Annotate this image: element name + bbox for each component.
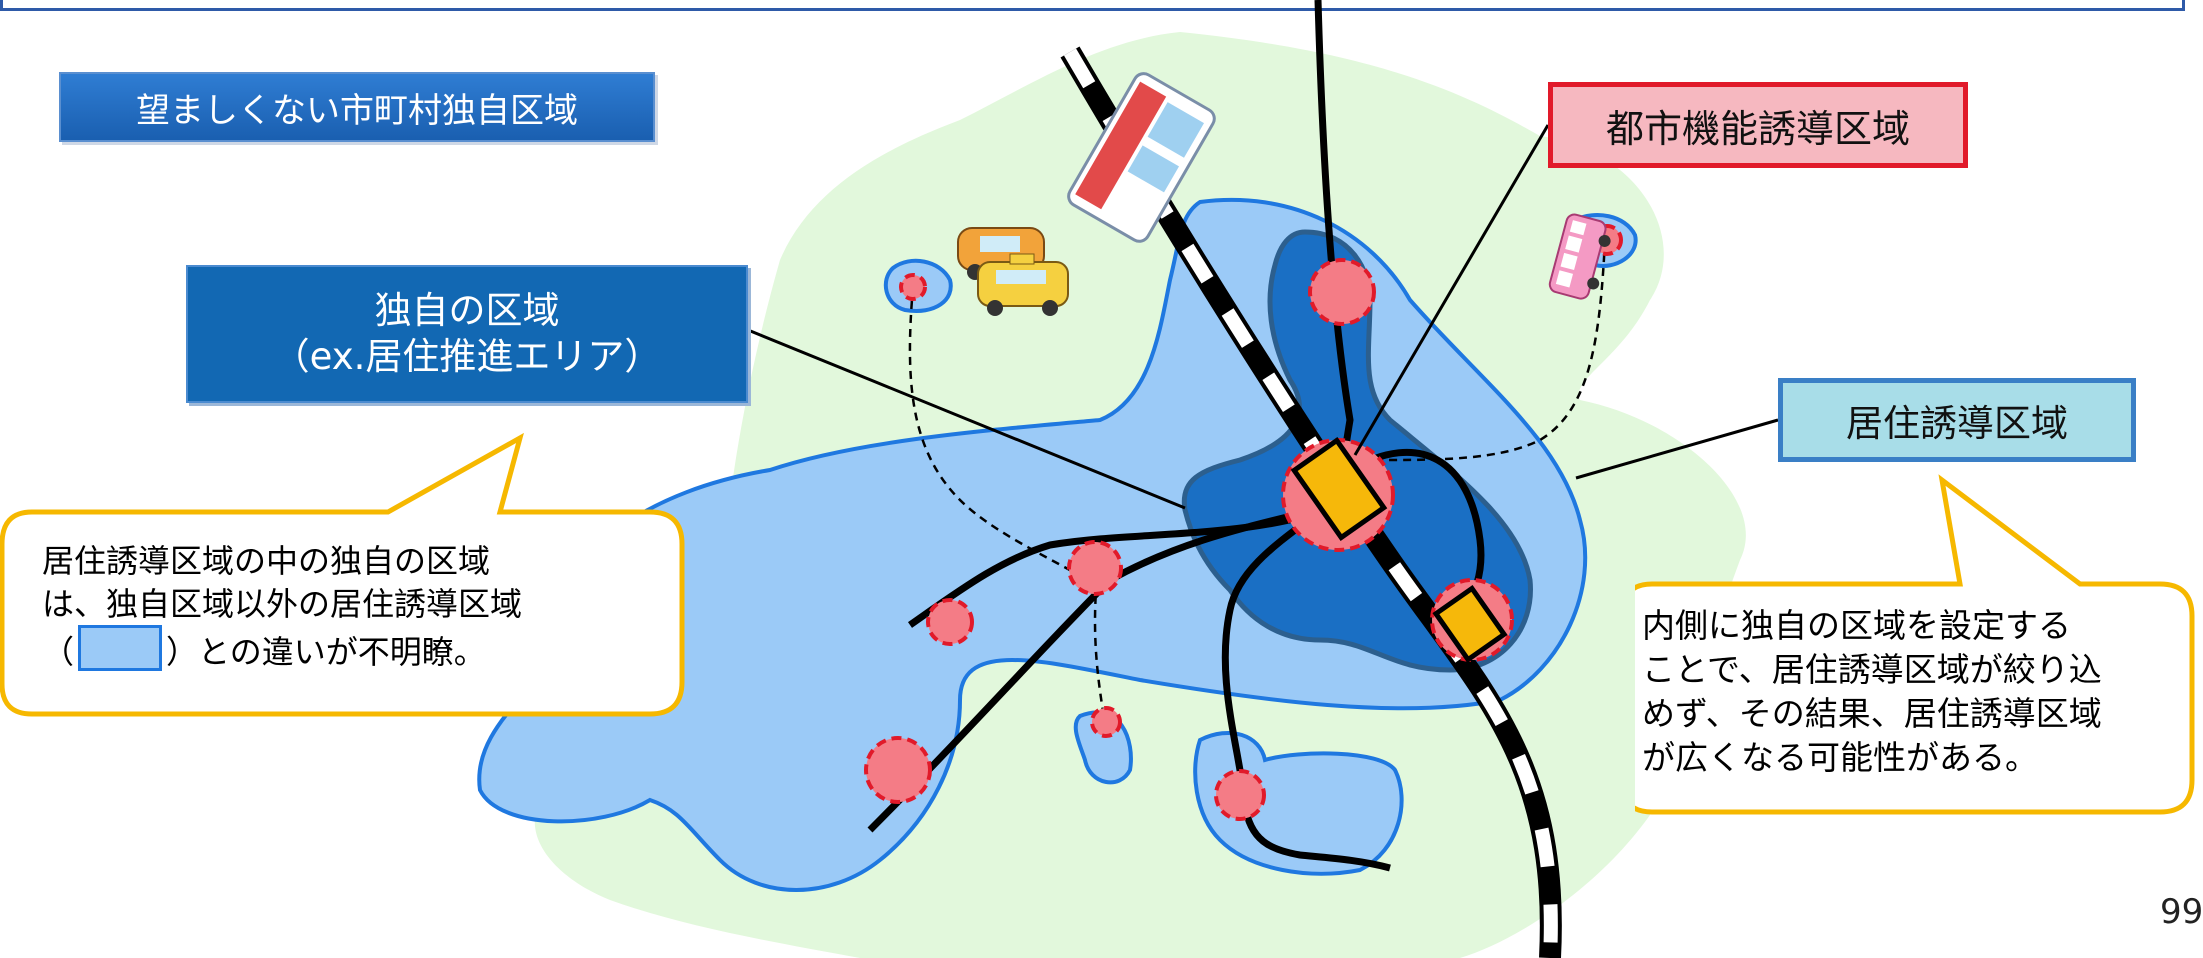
left-callout-line3-text: ）との違いが不明瞭。 <box>166 633 486 672</box>
right-callout-line3: めず、その結果、居住誘導区域 <box>1642 693 2102 733</box>
left-callout-line3: （ ）との違いが不明瞭。 <box>42 625 682 674</box>
taxi-icon <box>957 227 1069 316</box>
left-callout-text: 居住誘導区域の中の独自の区域 は、独自区域以外の居住誘導区域 （ ）との違いが不明… <box>42 540 682 674</box>
station-icon <box>1290 437 1508 664</box>
right-callout-line4: が広くなる可能性がある。 <box>1642 737 2038 777</box>
residential-area-label: 居住誘導区域 <box>1778 378 2136 462</box>
top-frame <box>0 0 2185 11</box>
original-area-label-line2: （ex.居住推進エリア） <box>272 335 662 378</box>
right-callout-line2: ことで、居住誘導区域が絞り込 <box>1642 649 2102 689</box>
page-number: 99 <box>2160 892 2203 932</box>
left-callout-line2: は、独自区域以外の居住誘導区域 <box>42 584 523 623</box>
bus-icon <box>1548 213 1611 300</box>
page-title: 望ましくない市町村独自区域 <box>59 72 655 142</box>
right-callout-line1: 内側に独自の区域を設定する <box>1642 606 2071 645</box>
train-icon <box>1067 72 1216 243</box>
left-callout-bubble <box>0 432 685 717</box>
leader-lines <box>747 124 1779 510</box>
urban-function-area-label: 都市機能誘導区域 <box>1548 82 1968 168</box>
residential-area-small-2 <box>1193 730 1404 876</box>
right-callout-text: 内側に独自の区域を設定する ことで、居住誘導区域が絞り込 めず、その結果、居住誘… <box>1642 604 2182 780</box>
left-callout-line1: 居住誘導区域の中の独自の区域 <box>42 542 491 580</box>
original-area-label-line1: 独自の区域 <box>374 288 560 332</box>
right-callout-bubble <box>1635 474 2195 815</box>
left-callout-paren-open: （ <box>42 633 75 672</box>
railway <box>1060 46 1562 958</box>
residential-area-legend-swatch <box>78 625 163 672</box>
original-area-label: 独自の区域 （ex.居住推進エリア） <box>186 265 748 403</box>
